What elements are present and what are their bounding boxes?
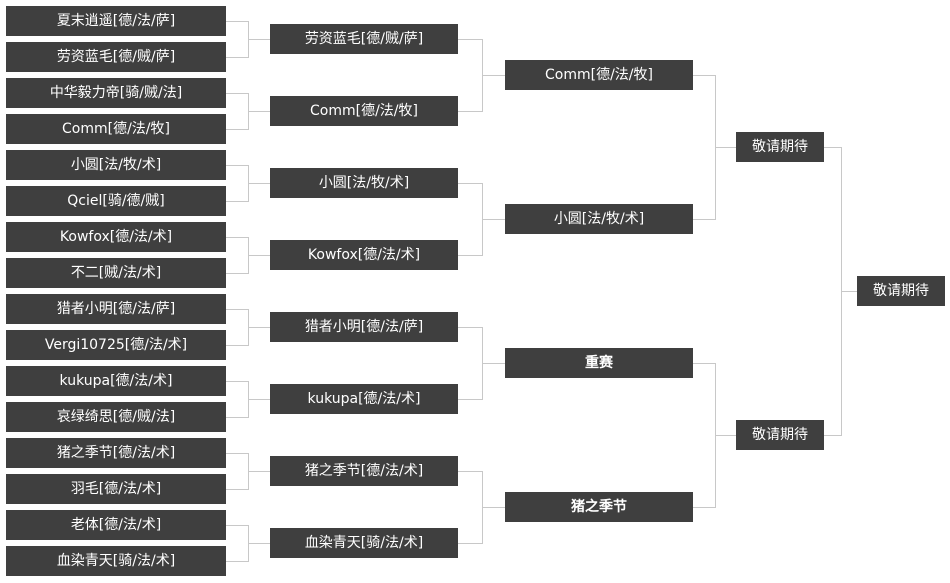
- round-3-slot-2: 小圆[法/牧/术]: [505, 204, 693, 234]
- connector-round-1-4: [226, 237, 270, 274]
- connector-round-1-1: [226, 21, 270, 58]
- round-3-slot-1: Comm[德/法/牧]: [505, 60, 693, 90]
- round-1-slot-2: 劳资蓝毛[德/贼/萨]: [6, 42, 226, 72]
- connector-round-3-1: [693, 75, 736, 220]
- round-1-slot-13: 猪之季节[德/法/术]: [6, 438, 226, 468]
- round-1-slot-12: 哀绿绮思[德/贼/法]: [6, 402, 226, 432]
- connector-round-1-7: [226, 453, 270, 490]
- round-1-slot-8: 不二[贼/法/术]: [6, 258, 226, 288]
- round-1-slot-16: 血染青天[骑/法/术]: [6, 546, 226, 576]
- connector-round-2-2: [458, 183, 505, 256]
- round-1-slot-14: 羽毛[德/法/术]: [6, 474, 226, 504]
- round-2-slot-6: kukupa[德/法/术]: [270, 384, 458, 414]
- connector-round-2-4: [458, 471, 505, 544]
- round-1-slot-7: Kowfox[德/法/术]: [6, 222, 226, 252]
- connector-round-1-5: [226, 309, 270, 346]
- connector-round-2-3: [458, 327, 505, 400]
- connector-semifinal-1: [824, 147, 857, 436]
- round-1-slot-1: 夏末逍遥[德/法/萨]: [6, 6, 226, 36]
- round-2-slot-2: Comm[德/法/牧]: [270, 96, 458, 126]
- connector-round-1-2: [226, 93, 270, 130]
- connector-round-1-3: [226, 165, 270, 202]
- semifinal-slot-1: 敬请期待: [736, 132, 824, 162]
- round-2-slot-5: 猎者小明[德/法/萨]: [270, 312, 458, 342]
- connector-round-1-6: [226, 381, 270, 418]
- connector-round-3-2: [693, 363, 736, 508]
- round-1-slot-3: 中华毅力帝[骑/贼/法]: [6, 78, 226, 108]
- round-1-slot-5: 小圆[法/牧/术]: [6, 150, 226, 180]
- round-3-slot-4: 猪之季节: [505, 492, 693, 522]
- round-1-slot-9: 猎者小明[德/法/萨]: [6, 294, 226, 324]
- round-2-slot-4: Kowfox[德/法/术]: [270, 240, 458, 270]
- round-2-slot-3: 小圆[法/牧/术]: [270, 168, 458, 198]
- round-1-slot-11: kukupa[德/法/术]: [6, 366, 226, 396]
- round-2-slot-8: 血染青天[骑/法/术]: [270, 528, 458, 558]
- connector-round-2-1: [458, 39, 505, 112]
- connector-round-1-8: [226, 525, 270, 562]
- round-3-slot-3: 重赛: [505, 348, 693, 378]
- round-1-slot-4: Comm[德/法/牧]: [6, 114, 226, 144]
- round-1-slot-15: 老体[德/法/术]: [6, 510, 226, 540]
- round-2-slot-7: 猪之季节[德/法/术]: [270, 456, 458, 486]
- final-slot-1: 敬请期待: [857, 276, 945, 306]
- semifinal-slot-2: 敬请期待: [736, 420, 824, 450]
- round-1-slot-10: Vergi10725[德/法/术]: [6, 330, 226, 360]
- round-2-slot-1: 劳资蓝毛[德/贼/萨]: [270, 24, 458, 54]
- round-1-slot-6: Qciel[骑/德/贼]: [6, 186, 226, 216]
